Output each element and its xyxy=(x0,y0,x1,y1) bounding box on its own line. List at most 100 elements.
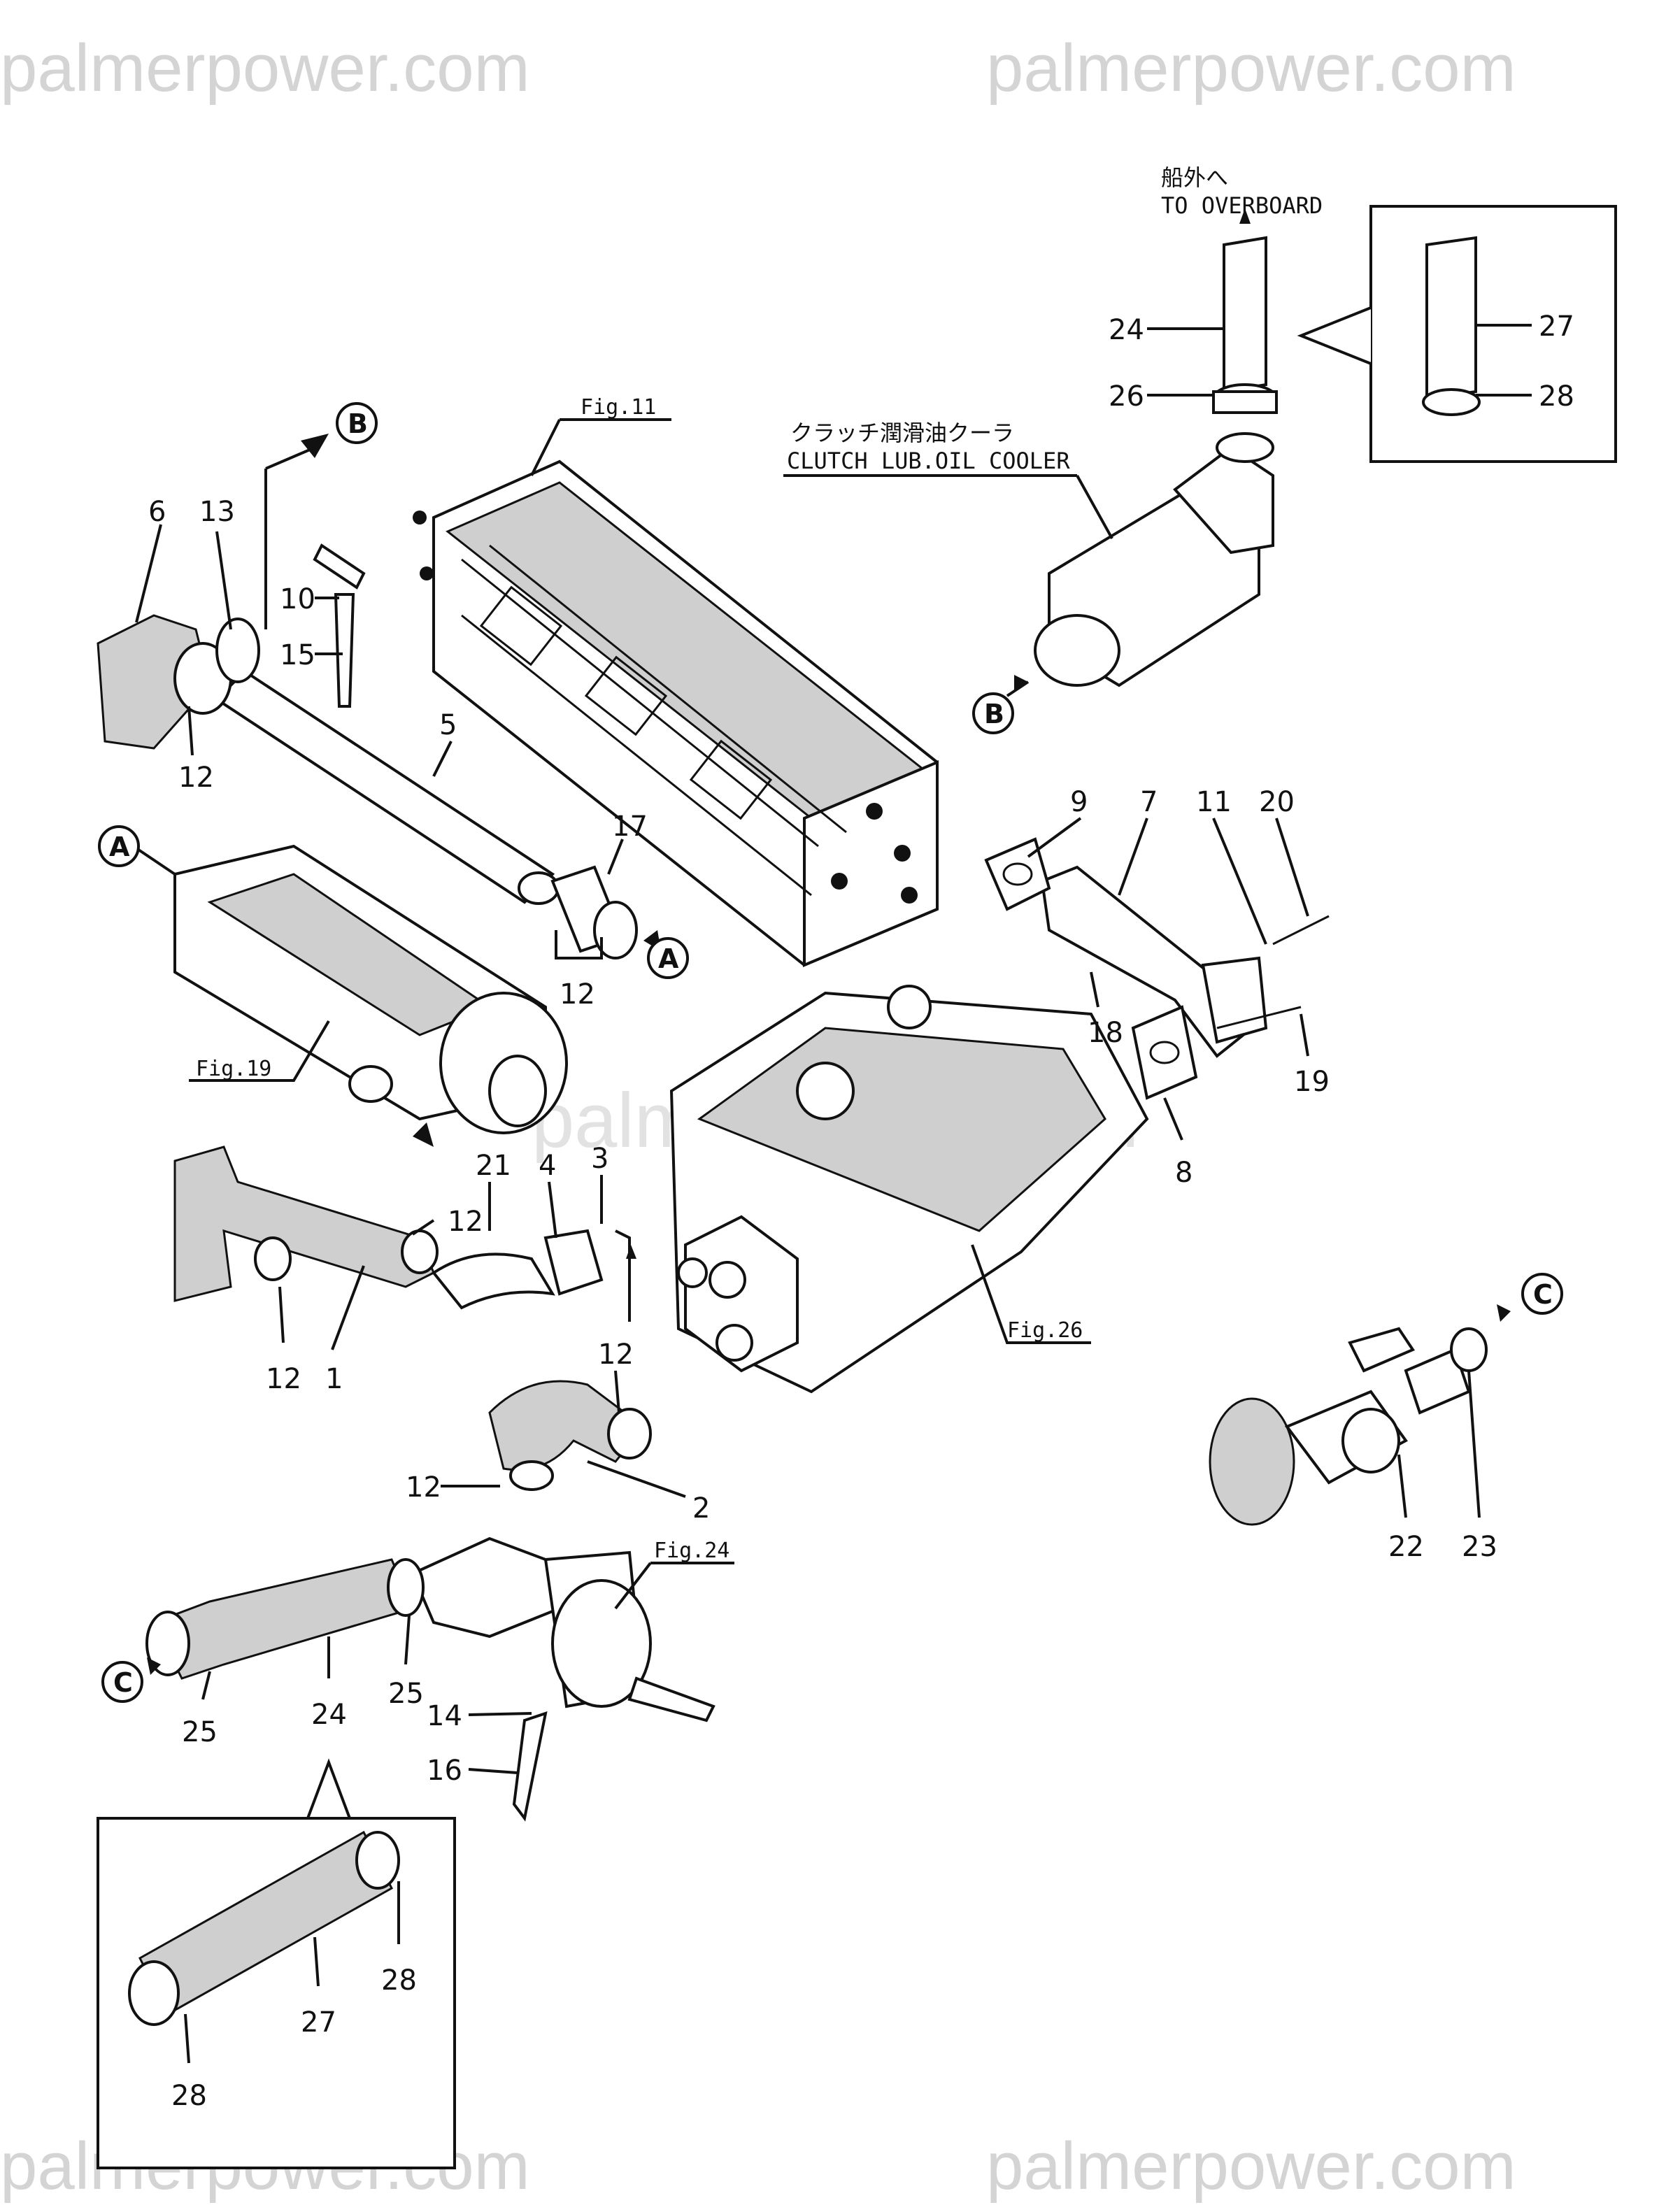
callout-1: 1 xyxy=(325,1363,343,1395)
callout-2-leader xyxy=(587,1460,686,1498)
fig19-leader xyxy=(189,1020,330,1082)
callout-22-leader xyxy=(1397,1454,1407,1518)
connector-c-left xyxy=(101,1661,143,1703)
callout-17-leader xyxy=(607,839,624,875)
fig19-label: Fig.19 xyxy=(196,1057,271,1081)
fig24-leader xyxy=(614,1562,652,1610)
clutch-label-jp: クラッチ潤滑油クーラ xyxy=(790,420,1014,446)
callout-28-c-leader xyxy=(184,2013,190,2064)
callout-6-leader xyxy=(135,524,162,623)
callout-13-leader xyxy=(215,531,232,630)
callout-8: 8 xyxy=(1175,1157,1193,1189)
callout-21: 21 xyxy=(476,1150,511,1182)
connector-c-right xyxy=(1521,1273,1563,1315)
callout-13: 13 xyxy=(199,496,235,528)
connector-a-left xyxy=(98,825,140,867)
callout-28-c: 28 xyxy=(171,2080,207,2112)
callout-6: 6 xyxy=(148,496,166,528)
callout-23: 23 xyxy=(1462,1531,1497,1563)
callout-12-b-bracket xyxy=(555,930,603,959)
elbow-4 xyxy=(432,1229,604,1310)
gasket-8 xyxy=(1131,1005,1198,1100)
hose-1 xyxy=(173,1146,439,1302)
callout-20: 20 xyxy=(1259,786,1295,818)
callout-25-b-leader xyxy=(404,1615,411,1665)
fig26-leader xyxy=(971,1244,1091,1344)
callout-7-leader xyxy=(1118,818,1148,896)
hose1-arrow-icon xyxy=(413,1122,434,1147)
b-top-arrow-icon xyxy=(301,434,329,458)
callout-2: 2 xyxy=(692,1492,710,1525)
callout-4: 4 xyxy=(539,1150,556,1182)
callout-16: 16 xyxy=(427,1755,462,1787)
connector-a-right xyxy=(647,937,689,979)
connector-c-left-label: C xyxy=(113,1667,133,1698)
callout-5: 5 xyxy=(439,709,457,741)
connector-c-right-label: C xyxy=(1533,1279,1553,1310)
callout-24-b: 24 xyxy=(311,1699,347,1731)
callout-5-leader xyxy=(432,741,453,777)
fig26-label: Fig.26 xyxy=(1007,1318,1083,1343)
connector-b-right xyxy=(972,692,1014,734)
inset-bottom-left xyxy=(97,1758,456,2169)
callout-12-c: 12 xyxy=(266,1363,301,1395)
callout-28-a: 28 xyxy=(1539,380,1574,413)
clutch-label-en: CLUTCH LUB.OIL COOLER xyxy=(787,448,1070,474)
callout-19: 19 xyxy=(1294,1066,1330,1098)
watermark-top-right: palmerpower.com xyxy=(986,31,1516,106)
fig24-label: Fig.24 xyxy=(654,1539,729,1563)
callout-14-leader xyxy=(468,1712,532,1716)
c-left-arrow-icon xyxy=(147,1657,161,1675)
callout-1-leader xyxy=(331,1265,365,1350)
overboard-label-jp: 船外へ xyxy=(1161,164,1228,191)
clutch-oil-cooler xyxy=(1034,432,1274,687)
connector-a-left-label: A xyxy=(109,832,130,862)
unit-fig26 xyxy=(669,985,1149,1394)
fig11-leader-diag xyxy=(530,419,561,476)
callout-18: 18 xyxy=(1088,1017,1123,1049)
callout-11: 11 xyxy=(1196,786,1232,818)
callout-9-leader xyxy=(1027,817,1082,858)
connector-b-top-label: B xyxy=(348,408,368,439)
callout-26: 26 xyxy=(1109,380,1144,413)
drain-10-15 xyxy=(313,543,366,708)
callout-25-b: 25 xyxy=(388,1678,424,1710)
a-left-leader xyxy=(137,848,176,876)
callout-12-a: 12 xyxy=(178,762,214,794)
connector-b-right-label: B xyxy=(984,699,1004,729)
coupler-17 xyxy=(550,865,638,959)
callout-12-b: 12 xyxy=(560,978,595,1011)
item3-flow-line xyxy=(615,1229,631,1322)
callout-12-c-leader xyxy=(278,1286,285,1343)
pipe-7 xyxy=(1040,865,1268,1058)
callout-10: 10 xyxy=(280,583,315,615)
callout-3: 3 xyxy=(591,1143,608,1175)
callout-27-b: 27 xyxy=(301,2006,336,2039)
callout-25-a-leader xyxy=(201,1671,211,1700)
pump-fig24 xyxy=(411,1536,716,1722)
callout-17: 17 xyxy=(612,811,648,843)
drain-hose-16 xyxy=(512,1711,548,1822)
callout-27-a: 27 xyxy=(1539,311,1574,343)
callout-28-b: 28 xyxy=(381,1964,417,1997)
callout-12-d: 12 xyxy=(448,1206,483,1238)
callout-20-leader xyxy=(1275,818,1309,917)
callout-8-leader xyxy=(1163,1097,1183,1141)
callout-12-e-leader xyxy=(614,1370,620,1413)
callout-12-a-leader xyxy=(187,706,194,756)
callout-23-leader xyxy=(1467,1370,1481,1518)
callout-15: 15 xyxy=(280,639,315,671)
cover-6 xyxy=(97,614,260,750)
watermark-bottom-right: palmerpower.com xyxy=(986,2129,1516,2204)
bolt-19 xyxy=(1216,1006,1302,1029)
callout-22: 22 xyxy=(1388,1531,1424,1563)
watermark-top-left: palmerpower.com xyxy=(0,31,530,106)
overboard-label-en: TO OVERBOARD xyxy=(1161,192,1323,219)
hose-2 xyxy=(488,1380,652,1491)
callout-18-leader xyxy=(1090,971,1099,1008)
callout-19-leader xyxy=(1300,1013,1309,1057)
callout-7: 7 xyxy=(1140,786,1158,818)
b-top-leader-2 xyxy=(265,446,315,470)
